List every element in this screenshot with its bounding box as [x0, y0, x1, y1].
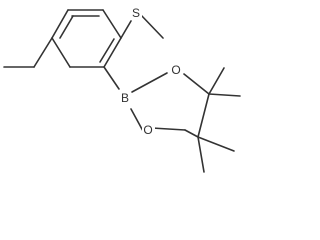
ring-bond-c5-c6 — [51, 37, 71, 68]
oxygen-bottom-boron-bond — [130, 108, 144, 132]
methyl-bond — [33, 37, 53, 68]
oxygen-top-label: O — [171, 63, 180, 77]
ring-bond-c3-c4 — [103, 37, 122, 68]
chemical-structure-diagram: S B O O — [3, 6, 241, 173]
methyl-bottom-down-bond — [197, 136, 205, 173]
methyl-bottom-right-bond — [197, 136, 235, 152]
benzene-ring — [51, 9, 122, 68]
ring-double-bond-left — [59, 15, 74, 39]
methyl-top-right-bond — [208, 93, 241, 97]
oxygen-top-carbon-bond — [183, 73, 210, 95]
dioxaborolane-ring — [130, 72, 210, 138]
methyl-top-up-bond — [208, 67, 225, 95]
carbon-carbon-bond — [197, 93, 210, 138]
boron-label: B — [121, 91, 129, 105]
ring-bond-c6-c1 — [51, 9, 69, 39]
sulfur-to-methyl-bond — [139, 13, 164, 39]
ring-to-boron-bond — [103, 66, 120, 90]
sulfur-label: S — [132, 6, 140, 20]
ring-to-sulfur-bond — [120, 20, 132, 39]
pinacol-methyls — [197, 67, 241, 173]
ring-bond-c2-c3 — [102, 9, 122, 39]
oxygen-bottom-inner-bond — [151, 127, 186, 131]
atom-labels: S B O O — [119, 6, 183, 137]
boron-oxygen-top-bond — [131, 72, 168, 93]
oxygen-bottom-label: O — [143, 123, 152, 137]
carbon-oxygen-bottom-bond — [184, 129, 199, 138]
ring-double-bond-right — [99, 38, 115, 63]
